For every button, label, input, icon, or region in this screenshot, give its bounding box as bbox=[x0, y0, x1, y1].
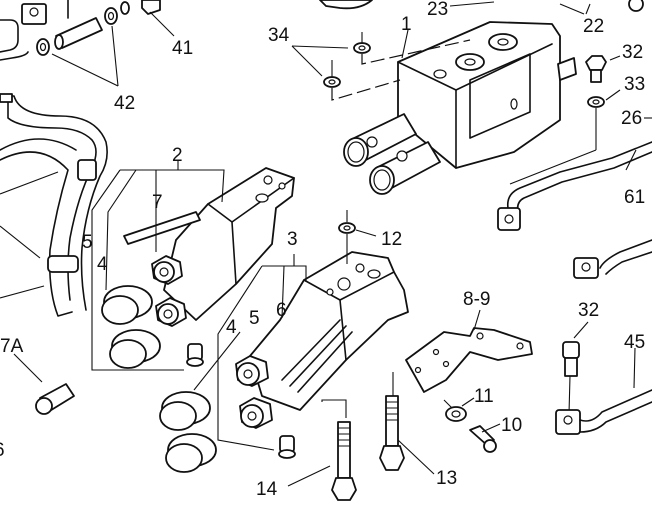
left-hose-with-clamps bbox=[0, 93, 108, 317]
callout-33: 33 bbox=[624, 74, 645, 95]
fasteners bbox=[13, 353, 501, 501]
callout-45: 45 bbox=[624, 332, 645, 353]
callout-3: 3 bbox=[287, 229, 298, 250]
callout-34: 34 bbox=[268, 25, 290, 46]
washers-34 bbox=[291, 29, 471, 101]
hose-clamp-upper bbox=[77, 159, 97, 181]
callout-41: 41 bbox=[172, 38, 193, 59]
banjo-bolt-and-line-61 bbox=[497, 55, 652, 279]
callout-10: 10 bbox=[501, 415, 522, 436]
leaders-41-42 bbox=[51, 11, 175, 87]
callout-8-9: 8-9 bbox=[463, 289, 490, 310]
callout-2: 2 bbox=[172, 145, 183, 166]
spacer-bar-7 bbox=[123, 211, 201, 245]
callout-26: 26 bbox=[621, 108, 642, 129]
callout-12: 12 bbox=[381, 229, 402, 250]
banjo-bolt-and-line-45 bbox=[555, 321, 652, 435]
callout-14: 14 bbox=[256, 479, 278, 500]
callout-22: 22 bbox=[583, 16, 604, 37]
valve-side-tab bbox=[557, 57, 577, 81]
callout-labels: 1 2 3 4 4 5 5 6 7 7A 8-9 10 11 12 13 14 … bbox=[0, 0, 645, 500]
bracket-8-9 bbox=[405, 309, 533, 393]
callout-11: 11 bbox=[474, 386, 494, 407]
callout-7: 7 bbox=[152, 192, 163, 213]
callout-4b: 4 bbox=[226, 317, 237, 338]
callout-42: 42 bbox=[114, 93, 135, 114]
washer-12 bbox=[338, 210, 377, 264]
section-valve-2 bbox=[101, 167, 295, 369]
fitting-41 bbox=[141, 0, 161, 15]
callout-1: 1 bbox=[401, 14, 412, 35]
callout-5a: 5 bbox=[82, 232, 93, 253]
callout-61: 61 bbox=[624, 187, 645, 208]
callout-13: 13 bbox=[436, 468, 457, 489]
main-control-valve bbox=[343, 21, 577, 195]
callout-6: 6 bbox=[276, 300, 287, 321]
hose-clamp-lower bbox=[47, 255, 79, 273]
callout-6-edge: 6 bbox=[0, 440, 5, 461]
callout-7a: 7A bbox=[0, 336, 24, 357]
callout-5b: 5 bbox=[249, 308, 260, 329]
section-valve-3 bbox=[159, 251, 409, 473]
callout-32a: 32 bbox=[622, 42, 643, 63]
callout-23: 23 bbox=[427, 0, 448, 20]
top-center-fragment bbox=[319, 0, 644, 15]
leaders-section-2 bbox=[91, 160, 225, 371]
top-left-fitting-assembly bbox=[0, 0, 161, 61]
callout-32b: 32 bbox=[578, 300, 599, 321]
callout-4a: 4 bbox=[97, 254, 108, 275]
leaders-section-3 bbox=[193, 254, 307, 451]
